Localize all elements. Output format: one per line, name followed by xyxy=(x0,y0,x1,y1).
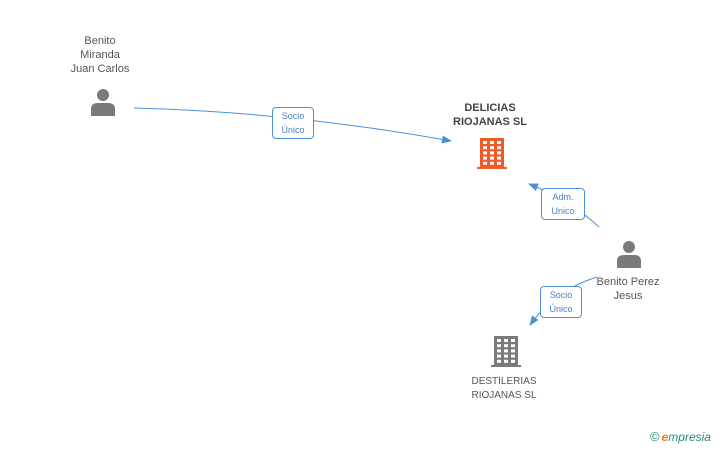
building-window xyxy=(490,146,494,150)
person1-label[interactable]: Benito Miranda Juan Carlos xyxy=(70,35,130,75)
building-window xyxy=(511,339,515,342)
edge-label-adm-unico: Adm. Unico xyxy=(541,188,585,220)
building-window xyxy=(483,161,487,165)
copyright-icon: © xyxy=(650,429,660,444)
building-window xyxy=(483,151,487,155)
building-window xyxy=(511,344,515,348)
building-icon[interactable] xyxy=(491,336,521,367)
building-window xyxy=(497,151,501,155)
building-window xyxy=(497,359,501,363)
building-window xyxy=(497,339,501,342)
building-window xyxy=(504,354,508,358)
building-window xyxy=(490,161,494,165)
building-window xyxy=(490,156,494,160)
person-icon[interactable] xyxy=(617,241,641,268)
building-window xyxy=(497,354,501,358)
building-window xyxy=(504,359,508,363)
building-window xyxy=(497,146,501,150)
person-icon[interactable] xyxy=(91,89,115,116)
person2-label[interactable]: Benito Perez Jesus xyxy=(596,276,660,302)
building-window xyxy=(511,359,515,363)
building-window xyxy=(490,151,494,155)
building-window xyxy=(504,339,508,342)
building-window xyxy=(483,146,487,150)
building-icon[interactable] xyxy=(477,138,507,169)
building-window xyxy=(511,354,515,358)
building-window xyxy=(504,344,508,348)
building-window xyxy=(497,161,501,165)
building-window xyxy=(483,141,487,144)
company-main-label[interactable]: DELICIAS RIOJANAS SL xyxy=(453,102,527,128)
edge-label-socio-unico: Socio Único xyxy=(272,107,314,139)
building-window xyxy=(483,156,487,160)
building-window xyxy=(504,349,508,353)
building-window xyxy=(511,349,515,353)
building-window xyxy=(497,344,501,348)
building-window xyxy=(497,349,501,353)
building-window xyxy=(490,141,494,144)
empresia-watermark: ©empresia xyxy=(650,429,711,444)
building-window xyxy=(497,156,501,160)
building-window xyxy=(497,141,501,144)
company2-label[interactable]: DESTILERIAS RIOJANAS SL xyxy=(471,376,537,401)
edge-label-socio-unico-2: Socio Único xyxy=(540,286,582,318)
